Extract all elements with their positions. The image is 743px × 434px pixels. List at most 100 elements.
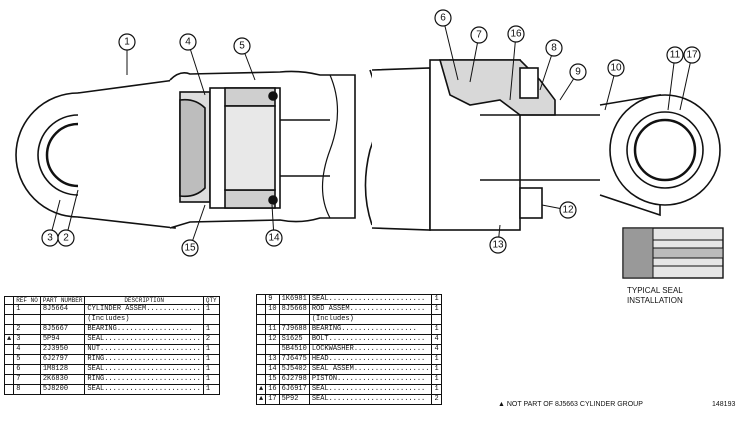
- callout-1: 1: [118, 33, 136, 75]
- row-qty: [431, 314, 442, 325]
- header-ref: REF NO: [13, 296, 41, 305]
- inset-caption: TYPICAL SEAL INSTALLATION: [627, 286, 683, 306]
- row-mark: [255, 314, 267, 325]
- row-part-number: 1M8128: [39, 364, 86, 375]
- callout-10: 10: [604, 59, 625, 111]
- row-description: (Includes): [308, 314, 433, 325]
- row-qty: 1: [431, 324, 442, 335]
- row-mark: [255, 344, 267, 355]
- row-part-number: 5P94: [39, 334, 86, 345]
- row-qty: 1: [202, 384, 220, 395]
- row-part-number: 1K6981: [278, 294, 310, 305]
- row-qty: [202, 314, 220, 325]
- row-part-number: 5J5402: [278, 364, 310, 375]
- row-qty: 1: [202, 304, 220, 315]
- row-description: CYLINDER ASSEM.............: [84, 304, 204, 315]
- footnote: ▲ NOT PART OF 8J5663 CYLINDER GROUP: [498, 401, 643, 408]
- callout-label: 2: [63, 233, 69, 244]
- row-ref: 5: [13, 354, 41, 365]
- callout-label: 7: [476, 30, 482, 41]
- callout-3: 3: [41, 199, 61, 247]
- row-part-number: 6J6917: [278, 384, 310, 395]
- row-part-number: 8J5664: [39, 304, 86, 315]
- callout-4: 4: [179, 33, 206, 96]
- row-description: RING.......................: [84, 374, 204, 385]
- cylinder-body-right: [364, 59, 721, 231]
- row-ref: 10: [265, 304, 280, 315]
- row-ref: 15: [265, 374, 280, 385]
- callout-label: 13: [492, 240, 504, 251]
- callout-leader-4: [187, 41, 206, 96]
- callout-leader-11: [667, 54, 676, 111]
- callout-label: 9: [575, 67, 581, 78]
- header-qty: QTY: [202, 296, 220, 305]
- row-qty: 1: [202, 324, 220, 335]
- row-qty: 2: [202, 334, 220, 345]
- row-ref: 1: [13, 304, 41, 315]
- row-description: PISTON.....................: [308, 374, 433, 385]
- callout-leader-16: [509, 33, 517, 101]
- callout-label: 14: [268, 233, 280, 244]
- row-qty: 4: [431, 344, 442, 355]
- callout-14: 14: [265, 204, 283, 247]
- row-ref: 2: [13, 324, 41, 335]
- row-ref: 7: [13, 374, 41, 385]
- row-ref: 11: [265, 324, 280, 335]
- row-part-number: 2K6830: [39, 374, 86, 385]
- row-part-number: 8J5667: [39, 324, 86, 335]
- callout-label: 11: [670, 50, 681, 61]
- row-mark: [3, 314, 15, 325]
- row-part-number: 2J3950: [39, 344, 86, 355]
- header-mark: [3, 296, 15, 305]
- row-mark: [3, 344, 15, 355]
- callout-9: 9: [559, 63, 587, 101]
- row-qty: 1: [202, 374, 220, 385]
- row-part-number: 6J2797: [39, 354, 86, 365]
- row-mark: [255, 364, 267, 375]
- row-part-number: [278, 314, 310, 325]
- callout-5: 5: [233, 37, 256, 81]
- row-description: RING.......................: [84, 354, 204, 365]
- row-part-number: 7J6475: [278, 354, 310, 365]
- row-description: NUT........................: [84, 344, 204, 355]
- row-mark: [3, 374, 15, 385]
- callout-17: 17: [679, 46, 701, 111]
- row-ref: 17: [265, 394, 280, 405]
- callout-2: 2: [57, 189, 79, 247]
- row-mark: [255, 304, 267, 315]
- row-part-number: 5B4510: [278, 344, 310, 355]
- table-header-row: REF NO PART NUMBER DESCRIPTION QTY: [3, 296, 220, 305]
- row-qty: 1: [431, 384, 442, 395]
- row-qty: 1: [431, 294, 442, 305]
- row-part-number: 8J5668: [278, 304, 310, 315]
- row-mark: [3, 364, 15, 375]
- row-mark: [3, 354, 15, 365]
- row-mark: [255, 374, 267, 385]
- callout-15: 15: [181, 204, 206, 257]
- drawing-number: 148193: [712, 401, 736, 408]
- header-description: DESCRIPTION: [84, 296, 204, 305]
- callout-leader-17: [679, 54, 693, 111]
- row-mark: [255, 294, 267, 305]
- row-mark: ▲: [3, 334, 15, 345]
- row-description: SEAL.......................: [308, 384, 433, 395]
- callout-7: 7: [469, 26, 488, 83]
- callout-label: 6: [440, 13, 446, 24]
- row-part-number: 5J8200: [39, 384, 86, 395]
- row-mark: ▲: [255, 384, 267, 395]
- row-mark: [3, 384, 15, 395]
